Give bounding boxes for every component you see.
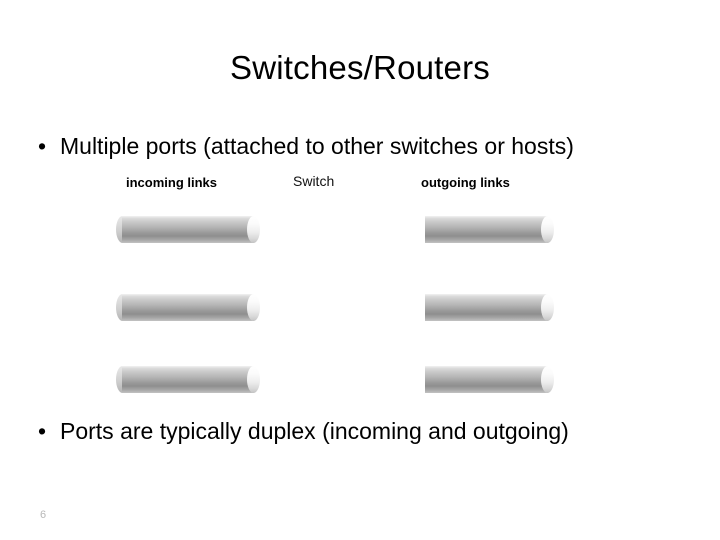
label-outgoing-links: outgoing links — [421, 175, 510, 190]
bullet-item-1: • Multiple ports (attached to other swit… — [38, 131, 574, 161]
link-body — [425, 366, 548, 393]
link-end-highlight-icon — [541, 294, 554, 321]
page-title: Switches/Routers — [230, 49, 490, 86]
link-end-highlight-icon — [247, 216, 260, 243]
bullet-marker-icon: • — [38, 418, 47, 444]
link-body — [425, 216, 548, 243]
link-end-highlight-icon — [541, 366, 554, 393]
incoming-link-3 — [116, 366, 260, 393]
link-end-highlight-icon — [247, 294, 260, 321]
outgoing-link-1 — [425, 216, 554, 243]
incoming-link-1 — [116, 216, 260, 243]
link-body — [122, 366, 254, 393]
bullet-marker-icon: • — [38, 133, 47, 159]
incoming-link-2 — [116, 294, 260, 321]
bullet-text-2: Ports are typically duplex (incoming and… — [60, 418, 569, 444]
bullet-item-2: • Ports are typically duplex (incoming a… — [38, 416, 569, 446]
link-body — [122, 216, 254, 243]
link-body — [122, 294, 254, 321]
page-number: 6 — [40, 509, 47, 521]
bullet-text-1: Multiple ports (attached to other switch… — [60, 133, 574, 159]
link-body — [425, 294, 548, 321]
link-end-highlight-icon — [247, 366, 260, 393]
label-switch: Switch — [293, 173, 335, 189]
outgoing-link-3 — [425, 366, 554, 393]
label-incoming-links: incoming links — [126, 175, 218, 190]
outgoing-link-2 — [425, 294, 554, 321]
link-end-highlight-icon — [541, 216, 554, 243]
